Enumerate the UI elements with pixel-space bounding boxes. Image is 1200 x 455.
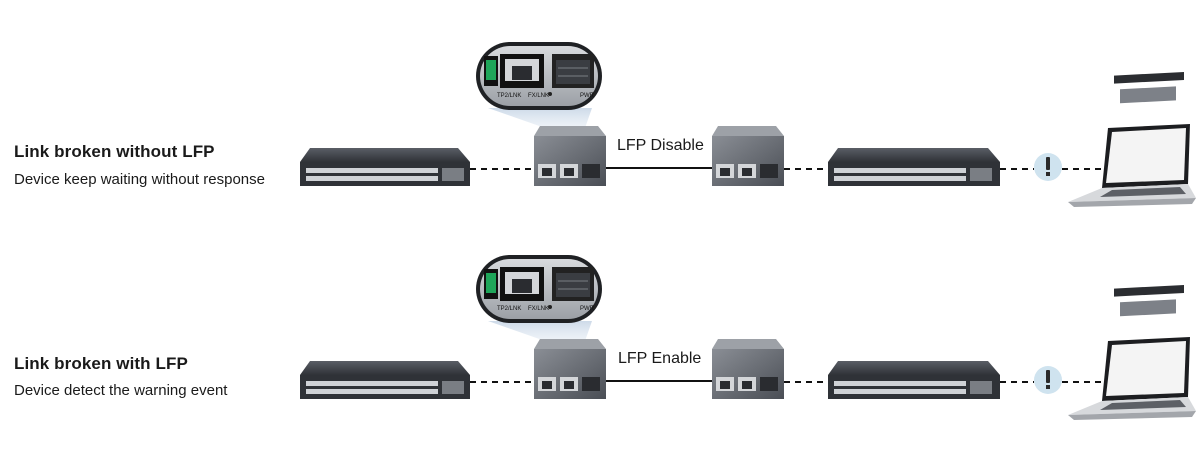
zoom-label-pwr: PWR — [580, 93, 595, 99]
zoom-lens: TP2/LNK FX/LNK PWR — [476, 42, 602, 110]
scenario-subtitle: Device keep waiting without response — [14, 171, 265, 188]
exclamation-icon — [1034, 366, 1062, 394]
converter-right-media-converter-icon — [712, 339, 784, 399]
zoom-beam — [488, 108, 592, 128]
switch-left-network-switch-icon — [300, 361, 470, 399]
diagram-row-2: TP2/LNK FX/LNK PWR — [300, 255, 1196, 420]
exclamation-icon — [1034, 153, 1062, 181]
scenario-without-lfp: TP2/LNK FX/LNK PWR — [0, 30, 1200, 230]
laptop-icon — [1068, 284, 1196, 420]
link-status-label: LFP Disable — [617, 137, 704, 154]
zoom-lens: TP2/LNK FX/LNK PWR — [476, 255, 602, 323]
scenario-title: Link broken without LFP — [14, 142, 215, 161]
diagram-row-1: TP2/LNK FX/LNK PWR — [300, 42, 1196, 207]
laptop-icon — [1068, 71, 1196, 207]
switch-right-network-switch-icon — [828, 148, 1000, 186]
switch-right-network-switch-icon — [828, 361, 1000, 399]
zoom-beam — [488, 321, 592, 341]
converter-left-media-converter-icon — [534, 126, 606, 186]
link-status-label: LFP Enable — [618, 350, 702, 367]
zoom-label-pwr: PWR — [580, 306, 595, 312]
zoom-label-tp2: TP2/LNK — [497, 306, 521, 312]
zoom-label-fx: FX/LNK — [528, 93, 549, 99]
zoom-label-tp2: TP2/LNK — [497, 93, 521, 99]
zoom-label-fx: FX/LNK — [528, 306, 549, 312]
scenario-subtitle: Device detect the warning event — [14, 382, 228, 399]
scenario-title: Link broken with LFP — [14, 354, 188, 373]
converter-left-media-converter-icon — [534, 339, 606, 399]
converter-right-media-converter-icon — [712, 126, 784, 186]
switch-left-network-switch-icon — [300, 148, 470, 186]
scenario-with-lfp: TP2/LNK FX/LNK PWR — [0, 243, 1200, 443]
